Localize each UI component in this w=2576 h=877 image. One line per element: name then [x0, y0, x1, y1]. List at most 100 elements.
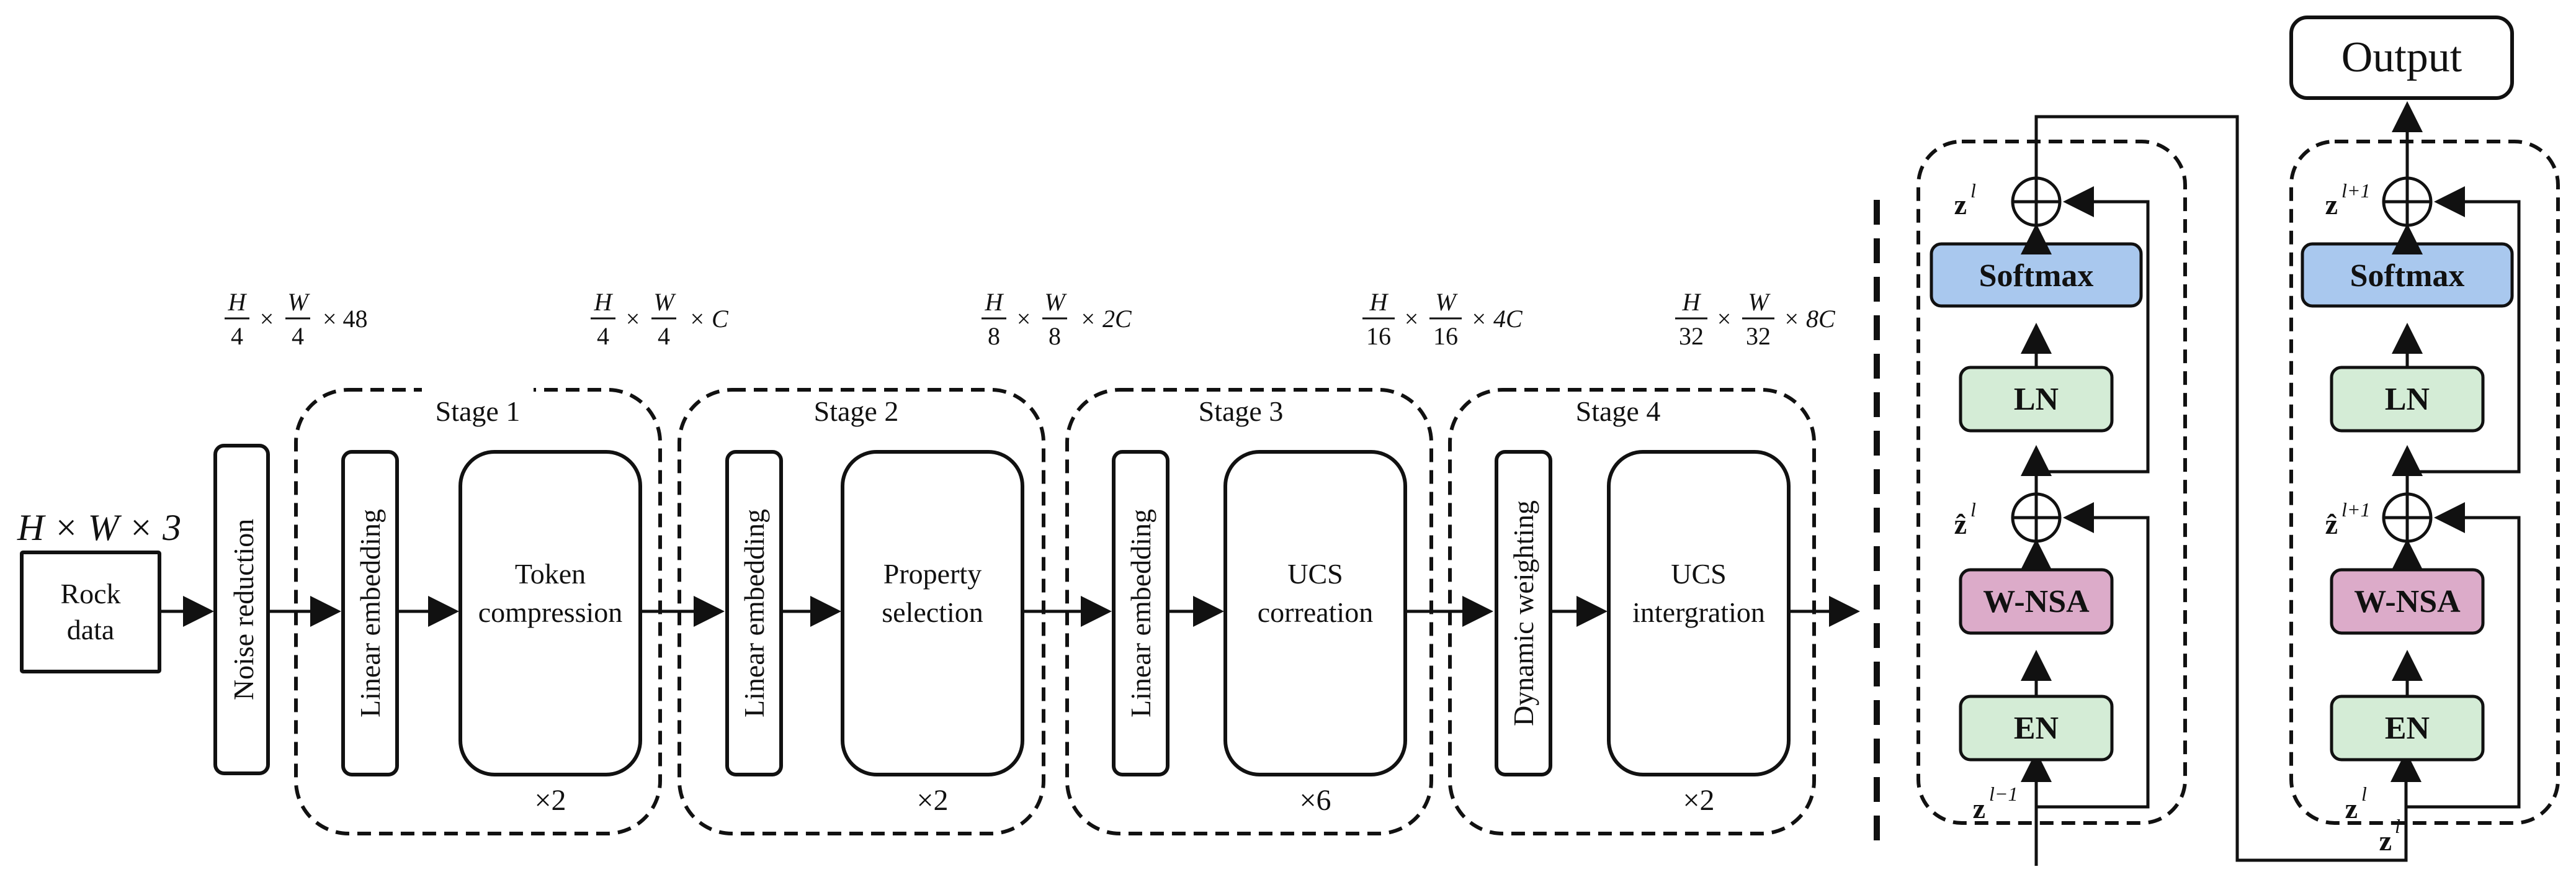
svg-text:8: 8	[1049, 322, 1061, 350]
svg-text:× 48: × 48	[323, 305, 368, 333]
stage-2-block-label-2: selection	[882, 596, 983, 628]
stage-1-block-box	[458, 450, 642, 776]
block-right-bot-z: z	[2345, 793, 2358, 824]
block-left-mid-z: ẑ	[1954, 508, 1967, 540]
block-right-mid-z: ẑ	[2325, 508, 2338, 540]
svg-text:W: W	[287, 288, 310, 316]
stage-2: Stage 2 Linear embedding Property select…	[678, 388, 1045, 835]
stage-4-title: Stage 4	[1576, 395, 1661, 427]
link-z: z	[2379, 825, 2392, 857]
svg-text:4: 4	[658, 322, 670, 350]
stage-1-embedding-label: Linear embedding	[354, 509, 386, 717]
dim-label-1: H 4 × W 4 × C	[591, 288, 729, 350]
stage-1-title: Stage 1	[436, 395, 521, 427]
svg-text:×: ×	[1017, 305, 1031, 333]
svg-text:W: W	[1748, 288, 1771, 316]
link-sup: l	[2395, 815, 2400, 837]
dim-label-2: H 8 × W 8 × 2C	[982, 288, 1132, 350]
block-left-wnsa-label: W-NSA	[1983, 584, 2090, 619]
dim-label-3: H 16 × W 16 × 4C	[1362, 288, 1523, 350]
stage-2-block-label-1: Property	[883, 558, 982, 590]
svg-text:W: W	[653, 288, 676, 316]
svg-text:16: 16	[1433, 322, 1458, 350]
svg-text:×: ×	[1717, 305, 1732, 333]
stage-4-embedding-label: Dynamic weighting	[1508, 500, 1539, 726]
dim-label-4: H 32 × W 32 × 8C	[1675, 288, 1836, 350]
svg-text:4: 4	[597, 322, 609, 350]
stage-2-embedding-label: Linear embedding	[738, 509, 770, 717]
stage-2-block-box	[841, 450, 1024, 776]
svg-text:× C: × C	[689, 305, 729, 333]
rock-data-box	[20, 551, 161, 673]
block-right-frame	[2289, 140, 2560, 825]
link-left-to-right	[2034, 115, 2408, 862]
svg-text:H: H	[228, 288, 248, 316]
stage-3-block-label-2: correation	[1258, 596, 1373, 628]
svg-text:8: 8	[988, 322, 1000, 350]
block-right-wnsa-label: W-NSA	[2354, 584, 2461, 619]
rock-data-label-2: data	[67, 614, 115, 645]
stage-4: Stage 4 Dynamic weighting UCS intergrati…	[1448, 388, 1816, 835]
block-left-softmax-label: Softmax	[1979, 258, 2094, 294]
stage-2-embedding-box	[725, 450, 783, 776]
stage-4-block-label-1: UCS	[1671, 558, 1726, 590]
svg-text:H: H	[1682, 288, 1702, 316]
svg-text:4: 4	[231, 322, 243, 350]
svg-text:4: 4	[292, 322, 304, 350]
output-box	[2289, 16, 2514, 100]
stage-3-embedding-box	[1112, 450, 1169, 776]
transformer-block-left: EN W-NSA LN Softmax z l ẑ l z l−1	[1916, 140, 2187, 866]
svg-text:W: W	[1435, 288, 1458, 316]
stage-4-multiplier: ×2	[1683, 784, 1714, 817]
input-dim-label: H × W × 3	[17, 507, 181, 548]
svg-text:×: ×	[1405, 305, 1419, 333]
stage-1-multiplier: ×2	[534, 784, 566, 817]
noise-reduction-box	[213, 444, 270, 775]
stage-1: Stage 1 Linear embedding Token compressi…	[294, 380, 662, 835]
block-left-bot-sup: l−1	[1989, 783, 2018, 805]
noise-reduction-label: Noise reduction	[228, 519, 259, 701]
stage-3-block-label-1: UCS	[1287, 558, 1343, 590]
block-right-softmax-label: Softmax	[2350, 258, 2465, 294]
stage-1-block-label-1: Token	[515, 558, 586, 590]
svg-text:× 4C: × 4C	[1470, 305, 1523, 333]
block-left-mid-sup: l	[1970, 498, 1976, 521]
svg-text:× 8C: × 8C	[1783, 305, 1836, 333]
stage-4-block-box	[1607, 450, 1791, 776]
svg-text:16: 16	[1366, 322, 1391, 350]
stage-3-multiplier: ×6	[1299, 784, 1331, 817]
svg-text:× 2C: × 2C	[1080, 305, 1132, 333]
stage-3-block-box	[1223, 450, 1407, 776]
svg-text:32: 32	[1679, 322, 1704, 350]
block-left-ln-label: LN	[2014, 382, 2059, 417]
dim-label-0: H 4 × W 4 × 48	[225, 288, 368, 350]
block-right-bot-sup: l	[2361, 783, 2367, 805]
svg-text:H: H	[594, 288, 614, 316]
stage-4-block-label-2: intergration	[1632, 596, 1765, 628]
block-right-ln-label: LN	[2385, 382, 2430, 417]
svg-text:H: H	[1369, 288, 1389, 316]
block-left-frame	[1916, 140, 2187, 825]
rock-data-label-1: Rock	[60, 578, 120, 609]
svg-text:×: ×	[626, 305, 640, 333]
block-right-top-sup: l+1	[2341, 179, 2370, 202]
input-node: H × W × 3 Rock data	[17, 507, 181, 673]
stage-4-embedding-box	[1495, 450, 1552, 776]
svg-text:W: W	[1044, 288, 1067, 316]
block-left-top-z: z	[1954, 189, 1967, 220]
block-left-top-sup: l	[1970, 179, 1976, 202]
block-left-bot-z: z	[1973, 793, 1985, 824]
svg-text:×: ×	[260, 305, 274, 333]
stage-3: Stage 3 Linear embedding UCS correation …	[1065, 388, 1433, 835]
stage-3-title: Stage 3	[1199, 395, 1284, 427]
stage-3-embedding-label: Linear embedding	[1125, 509, 1156, 717]
svg-text:H: H	[985, 288, 1004, 316]
output-label: Output	[2341, 34, 2462, 81]
block-right-en-label: EN	[2385, 711, 2430, 746]
block-left-en-label: EN	[2014, 711, 2059, 746]
stage-2-multiplier: ×2	[916, 784, 948, 817]
transformer-block-right: EN W-NSA LN Softmax z l+1 ẑ l+1 z l	[2289, 101, 2560, 825]
svg-text:32: 32	[1746, 322, 1771, 350]
block-right-mid-sup: l+1	[2341, 498, 2370, 521]
